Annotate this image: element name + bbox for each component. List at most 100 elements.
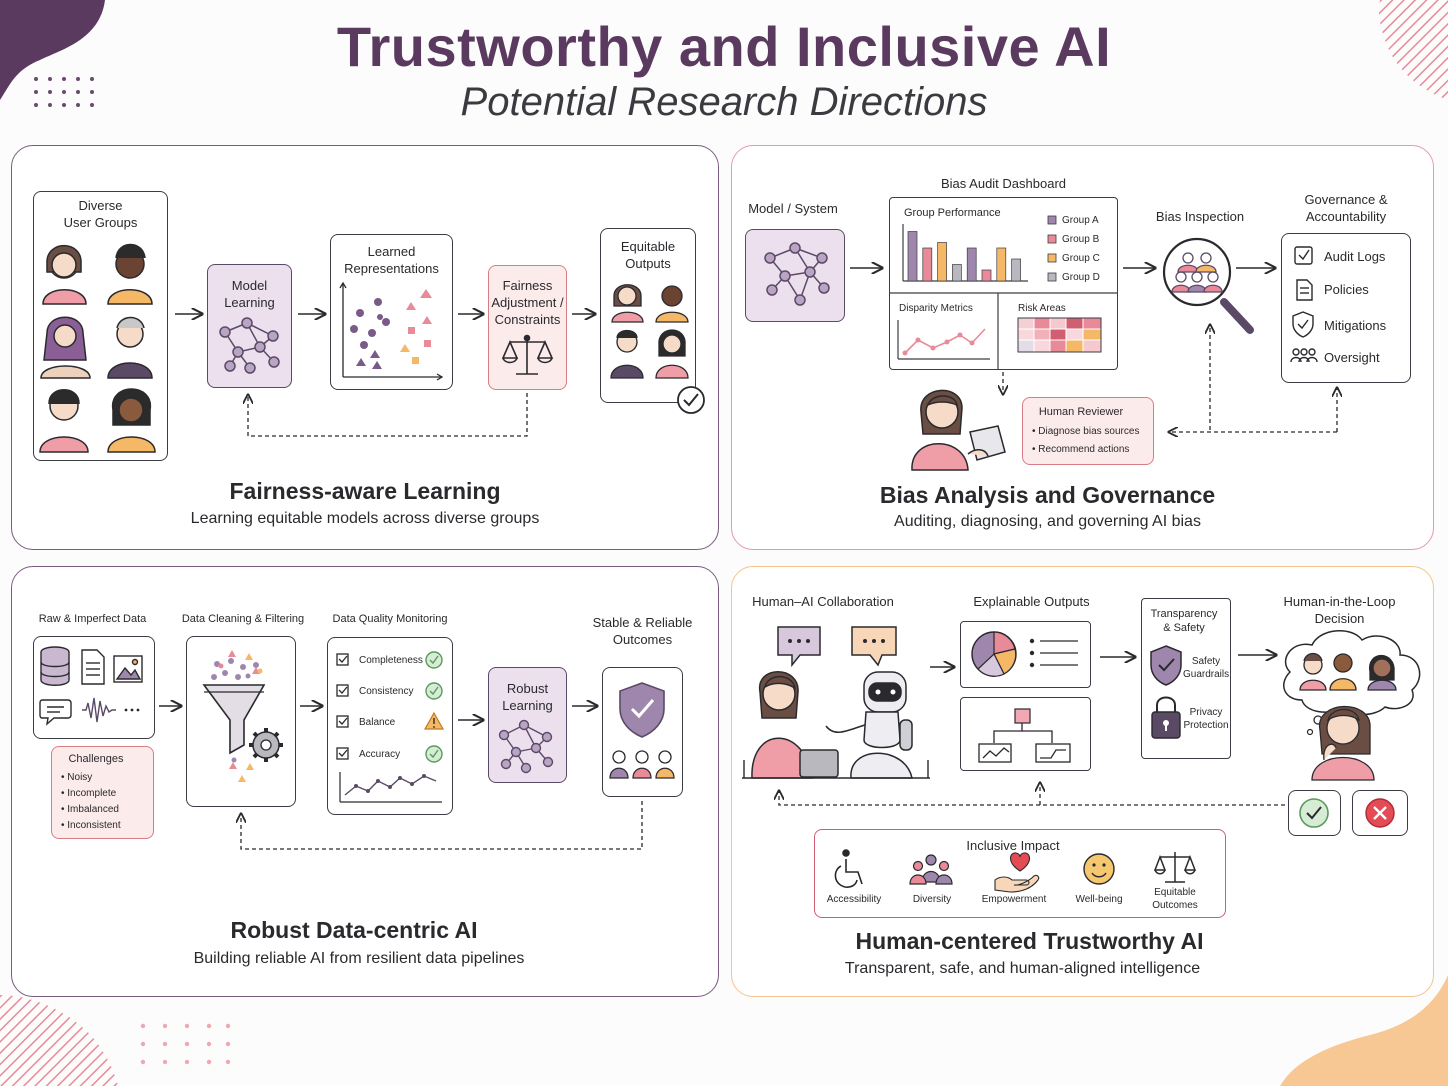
gov-policies: Policies [1324, 282, 1369, 297]
diverse-groups-label: Diverse User Groups [63, 198, 138, 230]
legend-group-d: Group D [1062, 272, 1100, 283]
hitl-label: Human-in-the-Loop Decision [1283, 594, 1396, 626]
check-completeness: Completeness [359, 655, 423, 666]
disparity-metrics-label: Disparity Metrics [899, 303, 973, 314]
bar-6 [996, 247, 1007, 282]
challenge-inconsistent-text: Inconsistent [67, 820, 121, 831]
reviewer-item-2: • Recommend actions [1032, 444, 1130, 455]
page-title: Trustworthy and Inclusive AI [336, 15, 1112, 78]
raw-data-label: Raw & Imperfect Data [38, 613, 147, 625]
impact-accessibility: Accessibility [826, 894, 882, 905]
bar-1 [922, 247, 933, 282]
challenge-inconsistent: • Inconsistent [61, 820, 121, 831]
governance-label: Governance & Accountability [1304, 192, 1388, 224]
challenge-noisy-text: Noisy [67, 772, 93, 783]
p4-subtitle: Transparent, safe, and human-aligned int… [844, 960, 1201, 977]
learned-representations-box [330, 234, 453, 390]
equitable-outputs-label: Equitable Outputs [620, 239, 676, 271]
reviewer-item-1: • Diagnose bias sources [1032, 426, 1140, 437]
legend-group-a: Group A [1062, 215, 1099, 226]
privacy-protection-label: Privacy Protection [1183, 707, 1229, 731]
challenge-incomplete: • Incomplete [61, 788, 117, 799]
check-accuracy: Accuracy [359, 749, 401, 760]
explain-label: Explainable Outputs [973, 594, 1090, 609]
p2-subtitle: Auditing, diagnosing, and governing AI b… [894, 513, 1201, 530]
page-subtitle: Potential Research Directions [460, 80, 988, 124]
check-balance: Balance [359, 717, 396, 728]
challenge-noisy: • Noisy [61, 772, 93, 783]
learned-representations-label: Learned Representations [344, 244, 439, 276]
check-consistency: Consistency [359, 686, 414, 697]
p3-subtitle: Building reliable AI from resilient data… [193, 950, 525, 967]
bar-4 [966, 247, 977, 282]
cleaning-label: Data Cleaning & Filtering [181, 613, 305, 625]
p1-title: Fairness-aware Learning [229, 478, 501, 504]
impact-title: Inclusive Impact [966, 838, 1060, 853]
gov-oversight: Oversight [1324, 350, 1380, 365]
challenges-title: Challenges [68, 753, 124, 765]
gov-mitigations: Mitigations [1324, 318, 1387, 333]
challenge-imbalanced: • Imbalanced [61, 804, 119, 815]
risk-areas-label: Risk Areas [1018, 303, 1066, 314]
outcomes-label: Stable & Reliable Outcomes [592, 615, 693, 647]
impact-equitable: Equitable Outcomes [1152, 887, 1198, 911]
bar-0 [907, 231, 918, 282]
legend-group-b: Group B [1062, 234, 1100, 245]
monitor-label: Data Quality Monitoring [332, 613, 448, 625]
robust-learning-label: Robust Learning [502, 681, 553, 713]
reviewer-item-2-text: Recommend actions [1038, 444, 1130, 455]
bar-2 [937, 242, 947, 282]
bias-inspection-label: Bias Inspection [1155, 209, 1245, 224]
bar-3 [952, 264, 962, 282]
challenge-imbalanced-text: Imbalanced [67, 804, 119, 815]
p3-title: Robust Data-centric AI [230, 917, 478, 943]
impact-wellbeing: Well-being [1075, 894, 1123, 905]
legend-group-c: Group C [1062, 253, 1100, 264]
model-learning-label: Model Learning [224, 278, 275, 310]
bar-5 [981, 269, 992, 282]
gov-audit-logs: Audit Logs [1324, 249, 1386, 264]
model-system-label: Model / System [748, 201, 838, 216]
dashboard-label: Bias Audit Dashboard [940, 176, 1067, 191]
p4-title: Human-centered Trustworthy AI [855, 928, 1204, 954]
p1-subtitle: Learning equitable models across diverse… [190, 510, 540, 527]
transparency-label: Transparency & Safety [1150, 608, 1218, 634]
challenges-box [51, 746, 154, 839]
impact-empowerment: Empowerment [981, 894, 1047, 905]
safety-guardrails-label: Safety Guardrails [1183, 656, 1230, 680]
human-reviewer-box [1022, 397, 1154, 465]
impact-diversity: Diversity [912, 894, 952, 905]
group-performance-label: Group Performance [904, 207, 1001, 219]
challenge-incomplete-text: Incomplete [67, 788, 117, 799]
collab-label: Human–AI Collaboration [752, 594, 894, 609]
p2-title: Bias Analysis and Governance [879, 482, 1216, 508]
bar-7 [1011, 258, 1021, 282]
